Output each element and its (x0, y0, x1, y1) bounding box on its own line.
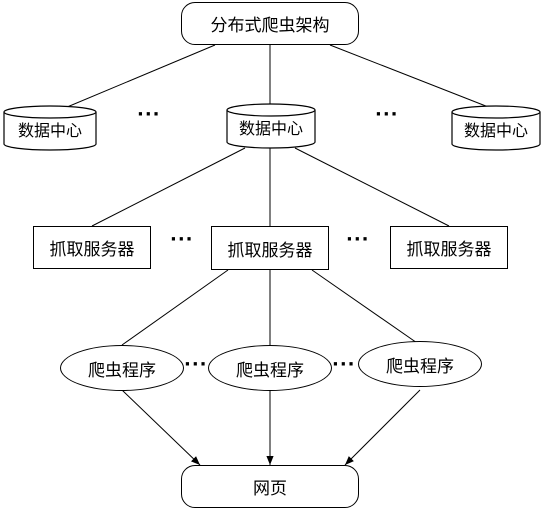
data-center-1: 数据中心 (3, 104, 97, 152)
cylinder-icon (3, 105, 97, 151)
crawl-server-3: 抓取服务器 (390, 226, 508, 269)
edge-cr1-web (121, 389, 201, 466)
edge-dc-srv3 (294, 147, 450, 227)
edge-srv-cr3 (311, 269, 421, 346)
data-center-label: 数据中心 (17, 121, 82, 140)
cylinder-icon (226, 103, 316, 149)
data-center-3: 数据中心 (451, 104, 541, 152)
edge-root-dc3 (329, 44, 497, 111)
edge-srv-cr1 (121, 269, 229, 346)
ellipsis-crawler-right: ··· (332, 354, 356, 375)
ellipsis-srv-left: ··· (170, 229, 194, 250)
data-center-label: 数据中心 (463, 121, 528, 140)
edge-root-dc1 (59, 44, 216, 111)
crawler-3: 爬虫程序 (358, 341, 482, 387)
crawl-server-1: 抓取服务器 (33, 226, 151, 269)
crawl-server-label: 抓取服务器 (227, 240, 313, 261)
crawler-label: 爬虫程序 (88, 360, 156, 381)
data-center-label: 数据中心 (238, 119, 303, 138)
crawler-1: 爬虫程序 (60, 345, 184, 391)
web-page-node: 网页 (181, 465, 359, 508)
data-center-2: 数据中心 (226, 102, 316, 150)
edge-cr3-web (344, 389, 421, 466)
crawl-server-label: 抓取服务器 (406, 240, 492, 260)
cylinder-icon (451, 105, 541, 151)
root-label: 分布式爬虫架构 (210, 16, 330, 36)
ellipsis-srv-right: ··· (346, 229, 370, 250)
ellipsis-dc-right: ··· (375, 104, 399, 125)
edge-dc-srv1 (91, 147, 246, 227)
ellipsis-dc-left: ··· (137, 104, 161, 125)
crawl-server-label: 抓取服务器 (49, 240, 135, 260)
crawl-server-2: 抓取服务器 (211, 226, 329, 270)
ellipsis-crawler-left: ··· (184, 354, 208, 375)
crawler-label: 爬虫程序 (386, 356, 454, 377)
web-page-label: 网页 (253, 479, 287, 499)
crawler-2: 爬虫程序 (208, 345, 332, 391)
root-node: 分布式爬虫架构 (181, 2, 359, 45)
crawler-label: 爬虫程序 (236, 360, 304, 381)
